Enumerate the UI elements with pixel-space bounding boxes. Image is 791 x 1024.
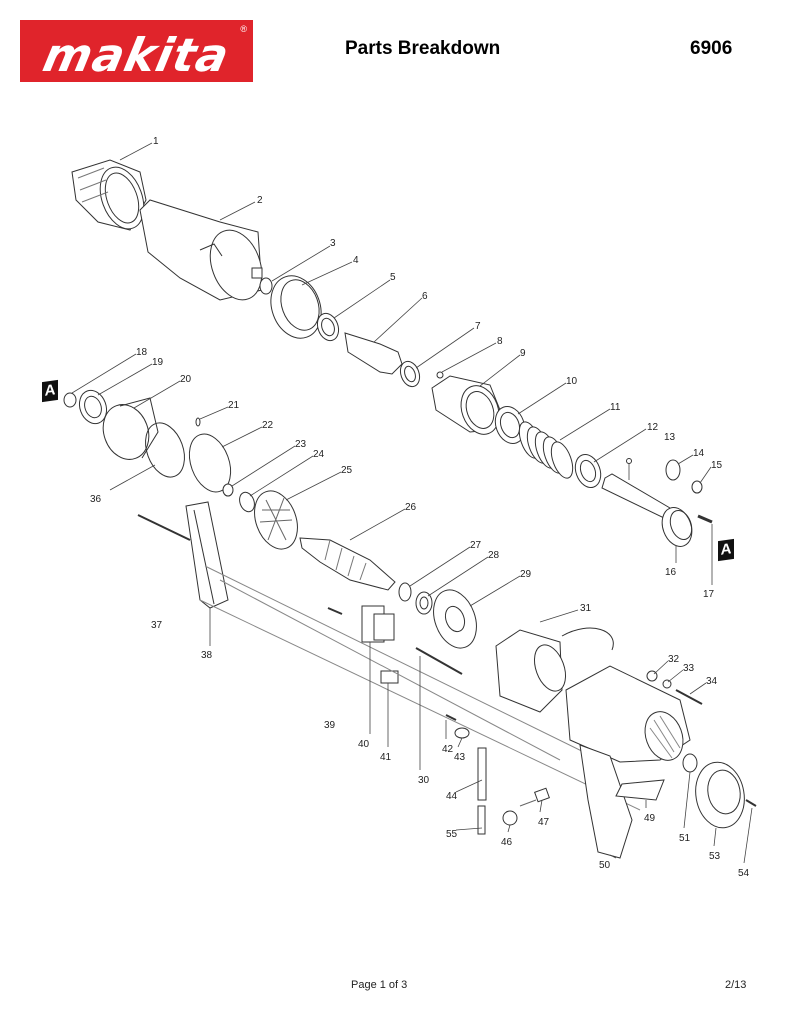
section-marker-a-right: A — [718, 538, 734, 562]
document-page-number: 2/13 — [725, 979, 747, 991]
part-callout-46: 46 — [501, 837, 513, 848]
part-callout-22: 22 — [262, 420, 274, 431]
part-callout-33: 33 — [683, 663, 695, 674]
part-callout-4: 4 — [353, 255, 359, 266]
part-callout-27: 27 — [470, 540, 482, 551]
part-callout-7: 7 — [475, 321, 481, 332]
part-callout-14: 14 — [693, 448, 705, 459]
part-callout-43: 43 — [454, 752, 466, 763]
model-number: 6906 — [690, 38, 733, 59]
part-callout-9: 9 — [520, 348, 526, 359]
part-callout-50: 50 — [599, 860, 611, 871]
front-assembly-drawing — [71, 159, 713, 547]
part-callout-10: 10 — [566, 376, 578, 387]
part-callout-1: 1 — [153, 136, 159, 147]
housing-assembly-drawing — [445, 627, 757, 859]
part-callout-24: 24 — [313, 449, 325, 460]
leader-lines — [71, 142, 753, 864]
part-callout-20: 20 — [180, 374, 192, 385]
part-callout-21: 21 — [228, 400, 240, 411]
part-callout-11: 11 — [610, 402, 621, 413]
part-callout-26: 26 — [405, 502, 417, 513]
part-callout-16: 16 — [665, 567, 677, 578]
part-callout-40: 40 — [358, 739, 370, 750]
part-callout-51: 51 — [679, 833, 691, 844]
part-callout-39: 39 — [324, 720, 336, 731]
part-callout-42: 42 — [442, 744, 454, 755]
part-callout-29: 29 — [520, 569, 532, 580]
part-callout-5: 5 — [390, 272, 396, 283]
part-callout-18: 18 — [136, 347, 148, 358]
section-marker-a-left: A — [42, 379, 58, 403]
part-callout-12: 12 — [647, 422, 659, 433]
part-callout-17: 17 — [703, 589, 715, 600]
part-callout-30: 30 — [418, 775, 430, 786]
part-callout-49: 49 — [644, 813, 656, 824]
part-callout-34: 34 — [706, 676, 718, 687]
part-callout-25: 25 — [341, 465, 353, 476]
part-callout-47: 47 — [538, 817, 550, 828]
part-callout-2: 2 — [257, 195, 263, 206]
part-callout-19: 19 — [152, 357, 164, 368]
part-callout-41: 41 — [380, 752, 392, 763]
page-indicator: Page 1 of 3 — [351, 979, 408, 991]
part-callout-38: 38 — [201, 650, 213, 661]
part-callout-37: 37 — [151, 620, 163, 631]
makita-logo: makita ® — [20, 20, 253, 82]
part-callout-28: 28 — [488, 550, 500, 561]
part-callout-55: 55 — [446, 829, 458, 840]
part-callout-6: 6 — [422, 291, 428, 302]
part-callout-15: 15 — [711, 460, 723, 471]
part-callout-44: 44 — [446, 791, 458, 802]
part-callout-13: 13 — [664, 432, 676, 443]
registered-mark: ® — [240, 24, 247, 34]
part-callout-54: 54 — [738, 868, 750, 879]
part-callout-23: 23 — [295, 439, 307, 450]
part-callout-32: 32 — [668, 654, 680, 665]
part-callout-8: 8 — [497, 336, 503, 347]
part-callout-31: 31 — [580, 603, 592, 614]
part-callout-36: 36 — [90, 494, 102, 505]
page-title: Parts Breakdown — [345, 38, 501, 59]
part-callout-3: 3 — [330, 238, 336, 249]
part-callout-53: 53 — [709, 851, 721, 862]
